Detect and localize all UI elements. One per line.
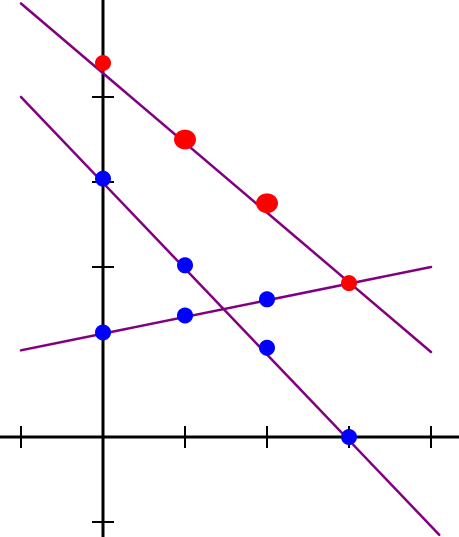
lines-group bbox=[19, 2, 441, 536]
red-point-1 bbox=[95, 55, 111, 71]
blue-point-1 bbox=[95, 170, 111, 187]
lower-line bbox=[19, 95, 441, 536]
red-point-2 bbox=[174, 129, 196, 150]
blue-point-3 bbox=[259, 339, 275, 356]
blue-point-6 bbox=[177, 307, 193, 324]
blue-point-7 bbox=[259, 291, 275, 308]
shallow-line bbox=[19, 265, 433, 352]
blue-point-5 bbox=[95, 324, 111, 341]
red-point-3 bbox=[256, 193, 278, 214]
red-point-4 bbox=[341, 275, 357, 292]
points-group bbox=[95, 55, 357, 445]
blue-point-2 bbox=[177, 257, 193, 274]
blue-point-4 bbox=[341, 429, 357, 445]
upper-line bbox=[19, 2, 433, 354]
